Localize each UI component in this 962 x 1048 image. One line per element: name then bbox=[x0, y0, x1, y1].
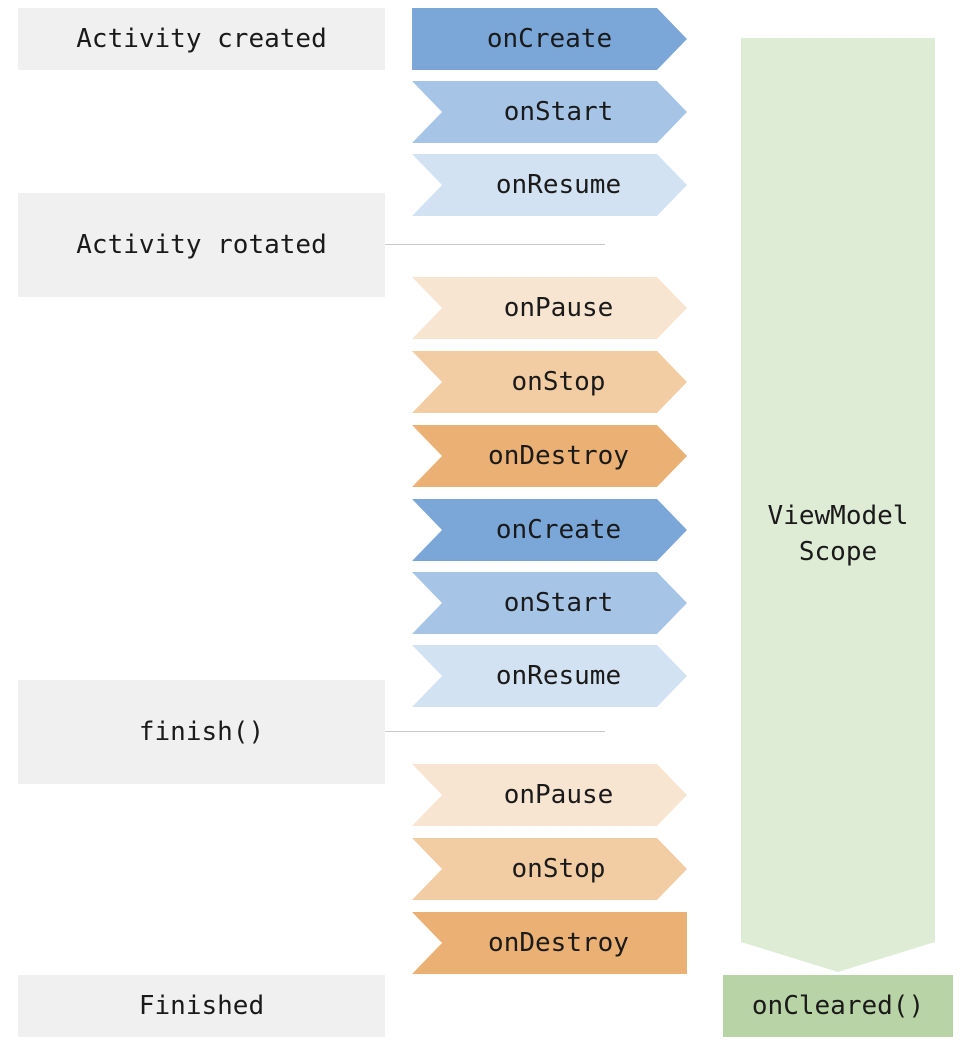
step-label: onStart bbox=[503, 97, 614, 127]
step-on-pause: onPause bbox=[412, 764, 687, 826]
step-on-pause: onPause bbox=[412, 277, 687, 339]
step-label: onStop bbox=[511, 854, 606, 884]
step-label: onResume bbox=[495, 170, 622, 200]
step-label: onPause bbox=[503, 780, 614, 810]
step-on-create: onCreate bbox=[412, 8, 687, 70]
on-cleared-box: onCleared() bbox=[723, 975, 953, 1037]
step-label: onCreate bbox=[495, 515, 622, 545]
event-label: Finished bbox=[138, 991, 265, 1021]
step-on-resume: onResume bbox=[412, 645, 687, 707]
event-label: finish() bbox=[138, 717, 265, 747]
event-label: Activity created bbox=[76, 24, 327, 54]
step-label: onCreate bbox=[486, 24, 613, 54]
step-on-destroy: onDestroy bbox=[412, 912, 687, 974]
step-on-start: onStart bbox=[412, 81, 687, 143]
step-on-resume: onResume bbox=[412, 154, 687, 216]
event-label: Activity rotated bbox=[76, 230, 327, 260]
on-cleared-label: onCleared() bbox=[751, 991, 925, 1021]
step-on-destroy: onDestroy bbox=[412, 425, 687, 487]
step-label: onStop bbox=[511, 367, 606, 397]
connector-line bbox=[385, 244, 605, 245]
event-finished: Finished bbox=[18, 975, 385, 1037]
viewmodel-scope-label: ViewModel Scope bbox=[767, 501, 909, 567]
event-finish: finish() bbox=[18, 680, 385, 784]
step-label: onPause bbox=[503, 293, 614, 323]
step-label: onResume bbox=[495, 661, 622, 691]
step-on-create: onCreate bbox=[412, 499, 687, 561]
step-label: onDestroy bbox=[488, 441, 629, 471]
step-on-stop: onStop bbox=[412, 838, 687, 900]
connector-line bbox=[385, 731, 605, 732]
step-on-start: onStart bbox=[412, 572, 687, 634]
step-label: onStart bbox=[503, 588, 614, 618]
event-activity-created: Activity created bbox=[18, 8, 385, 70]
viewmodel-scope-arrow bbox=[741, 38, 935, 972]
step-on-stop: onStop bbox=[412, 351, 687, 413]
step-label: onDestroy bbox=[488, 928, 629, 958]
event-activity-rotated: Activity rotated bbox=[18, 193, 385, 297]
